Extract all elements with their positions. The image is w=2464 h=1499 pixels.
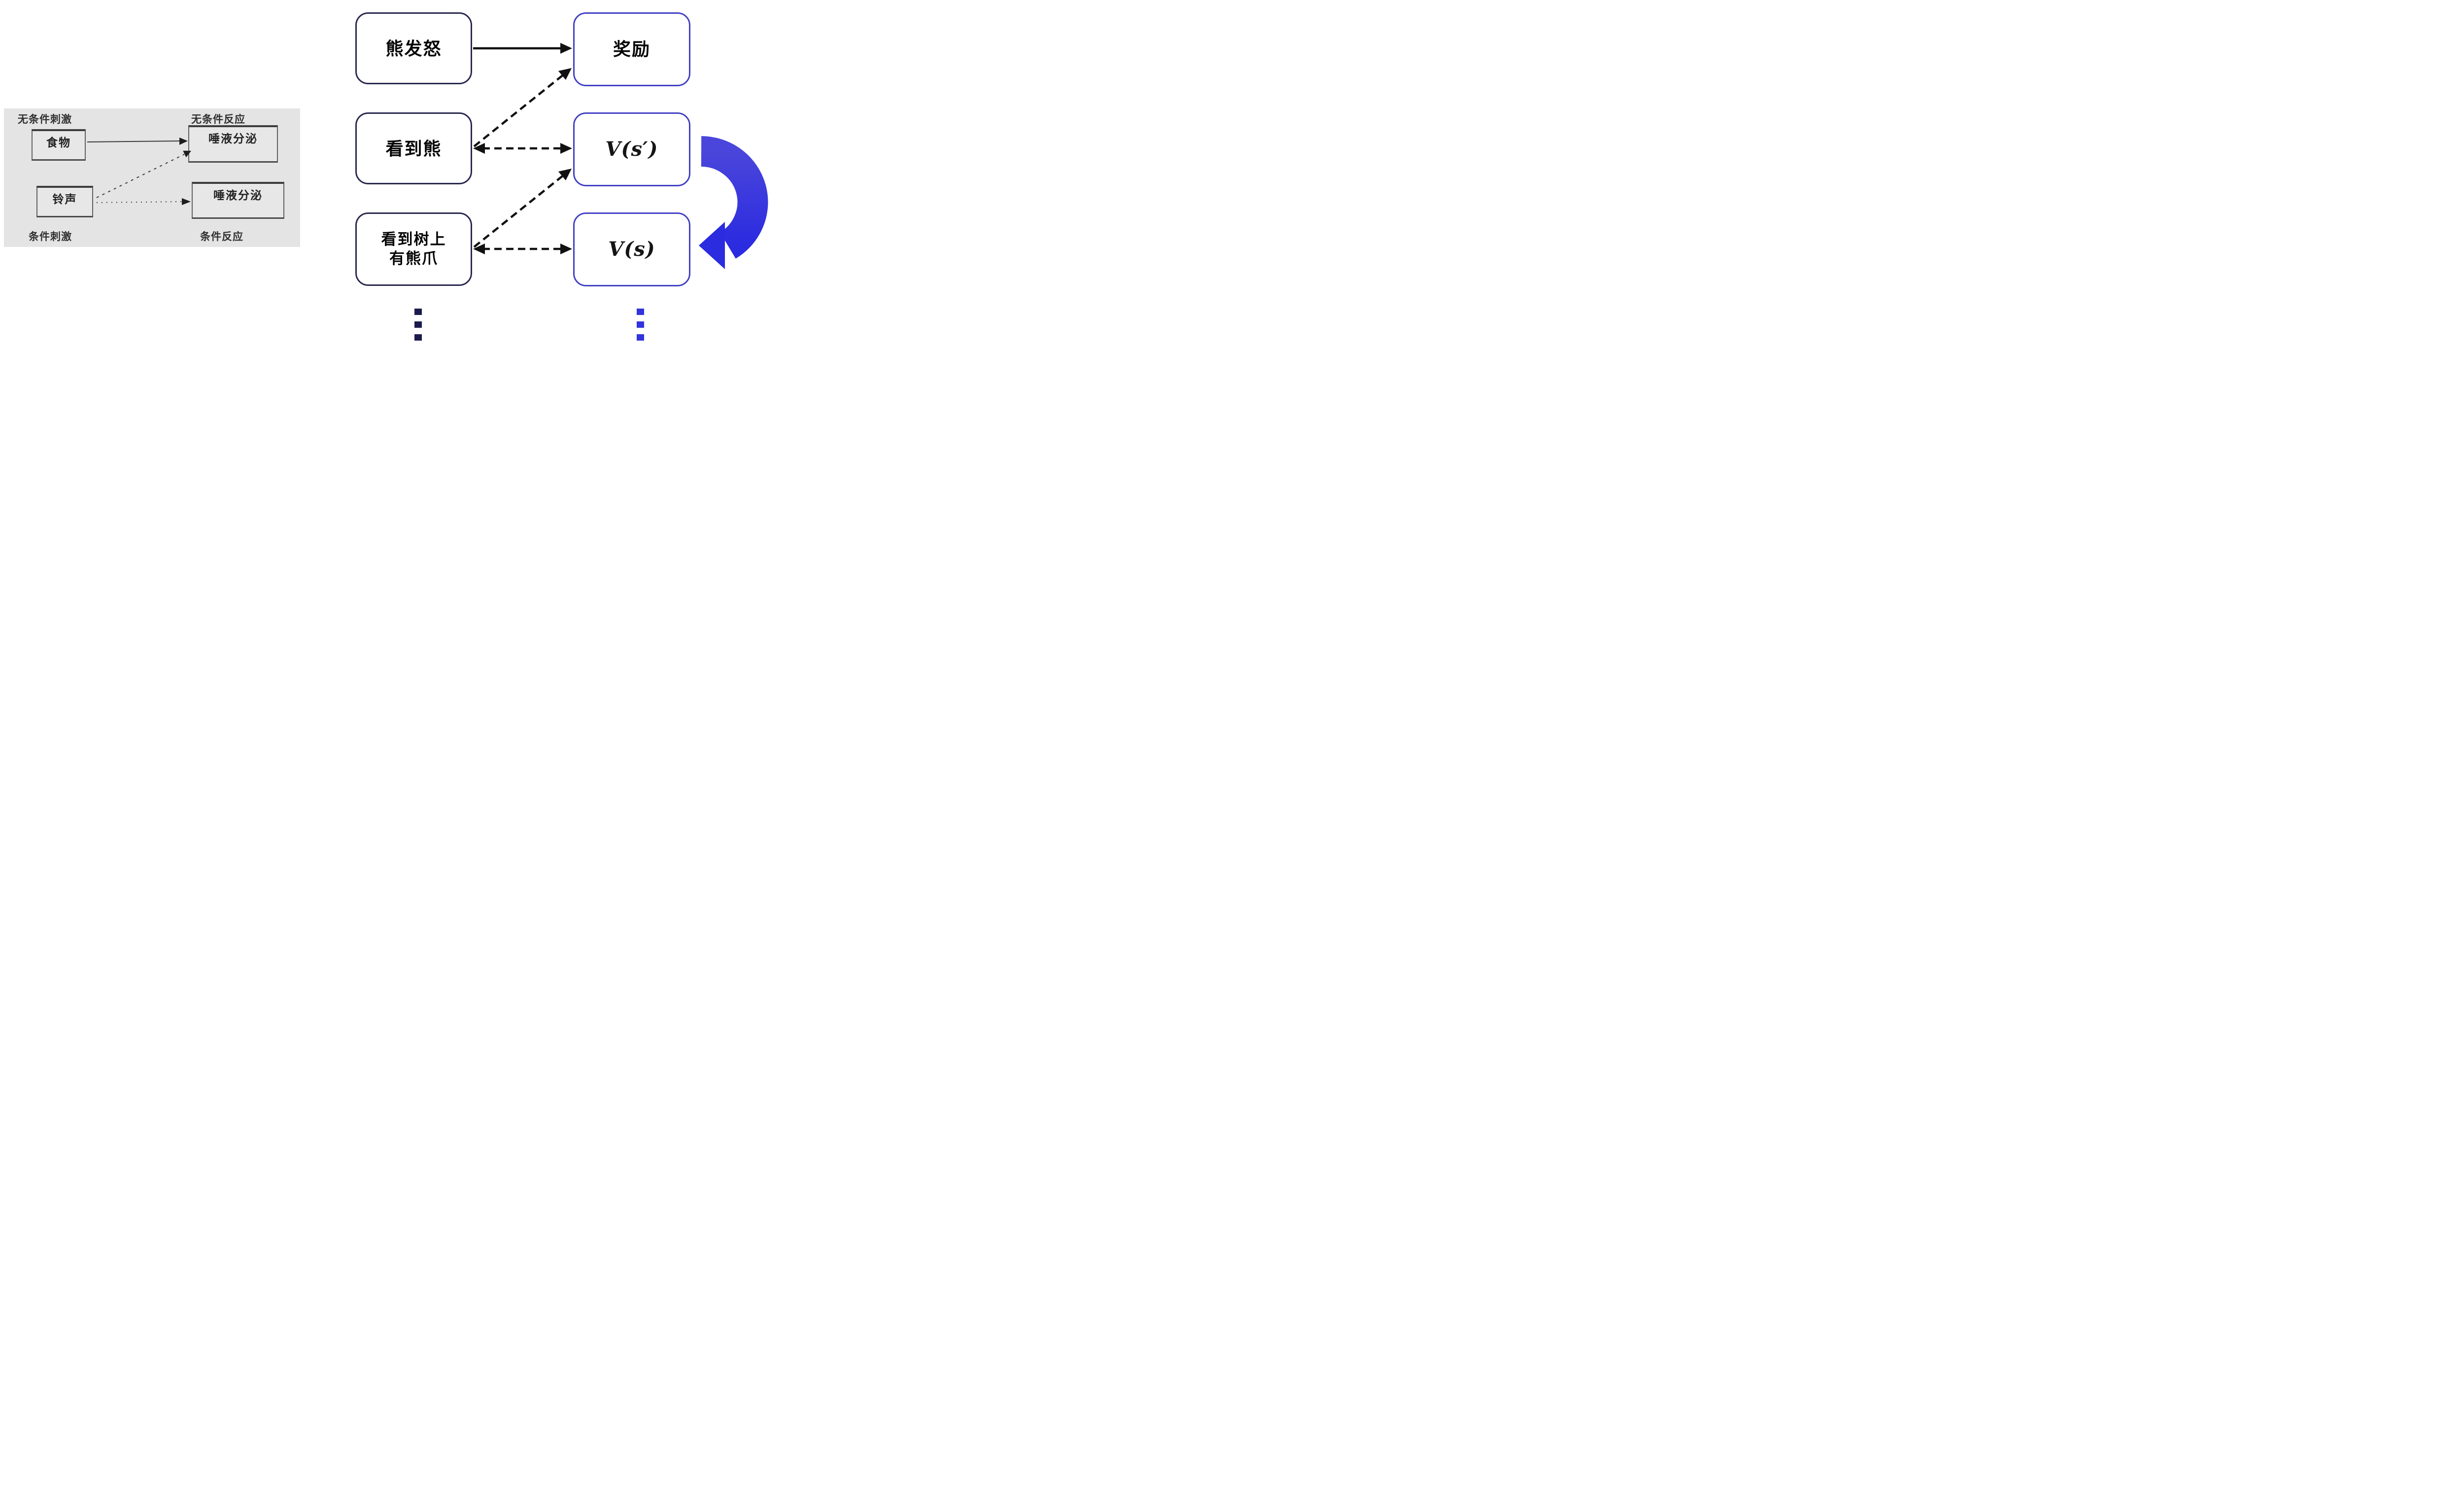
arrow-bear-to-reward <box>473 43 572 54</box>
value-state-formula: V(s) <box>608 238 655 261</box>
ellipsis-dot <box>637 321 644 328</box>
value-next-state-formula: V(s′) <box>605 138 658 161</box>
loop-arrow-icon <box>699 136 768 269</box>
label-conditioned-stimulus: 条件刺激 <box>29 231 72 243</box>
reward-box: 奖励 <box>573 12 690 86</box>
label-unconditioned-stimulus: 无条件刺激 <box>18 114 72 125</box>
food-box: 食物 <box>32 129 86 161</box>
ellipsis-dot <box>637 309 644 315</box>
see-bear-claw-line1: 看到树上 <box>381 230 446 248</box>
arrow-see-claw-to-value-next <box>473 169 572 248</box>
salivation-box-bottom: 唾液分泌 <box>192 182 284 219</box>
arrow-see-bear-to-reward <box>473 68 572 147</box>
label-unconditioned-response: 无条件反应 <box>191 114 245 125</box>
label-conditioned-response: 条件反应 <box>200 231 243 243</box>
ellipsis-dot <box>414 309 422 315</box>
value-state-box: V(s) <box>573 212 690 286</box>
arrow-see-bear-to-value-next <box>473 143 572 154</box>
ellipsis-dot <box>637 334 644 341</box>
see-bear-claw-line2: 有熊爪 <box>389 249 438 267</box>
ellipsis-dot <box>414 321 422 328</box>
vertical-ellipsis-icon-left <box>414 309 422 341</box>
value-next-state-box: V(s′) <box>573 112 690 186</box>
see-bear-box: 看到熊 <box>355 112 472 184</box>
vertical-ellipsis-icon-right <box>637 309 644 341</box>
salivation-box-top: 唾液分泌 <box>188 125 278 163</box>
arrow-see-claw-to-value <box>473 244 572 254</box>
ellipsis-dot <box>414 334 422 341</box>
see-bear-claw-box: 看到树上 有熊爪 <box>355 212 472 286</box>
bell-box: 铃声 <box>36 186 93 217</box>
figure-canvas: 无条件刺激 无条件反应 条件刺激 条件反应 食物 唾液分泌 铃声 唾液分泌 熊发… <box>0 0 772 350</box>
bear-angry-box: 熊发怒 <box>355 12 472 84</box>
